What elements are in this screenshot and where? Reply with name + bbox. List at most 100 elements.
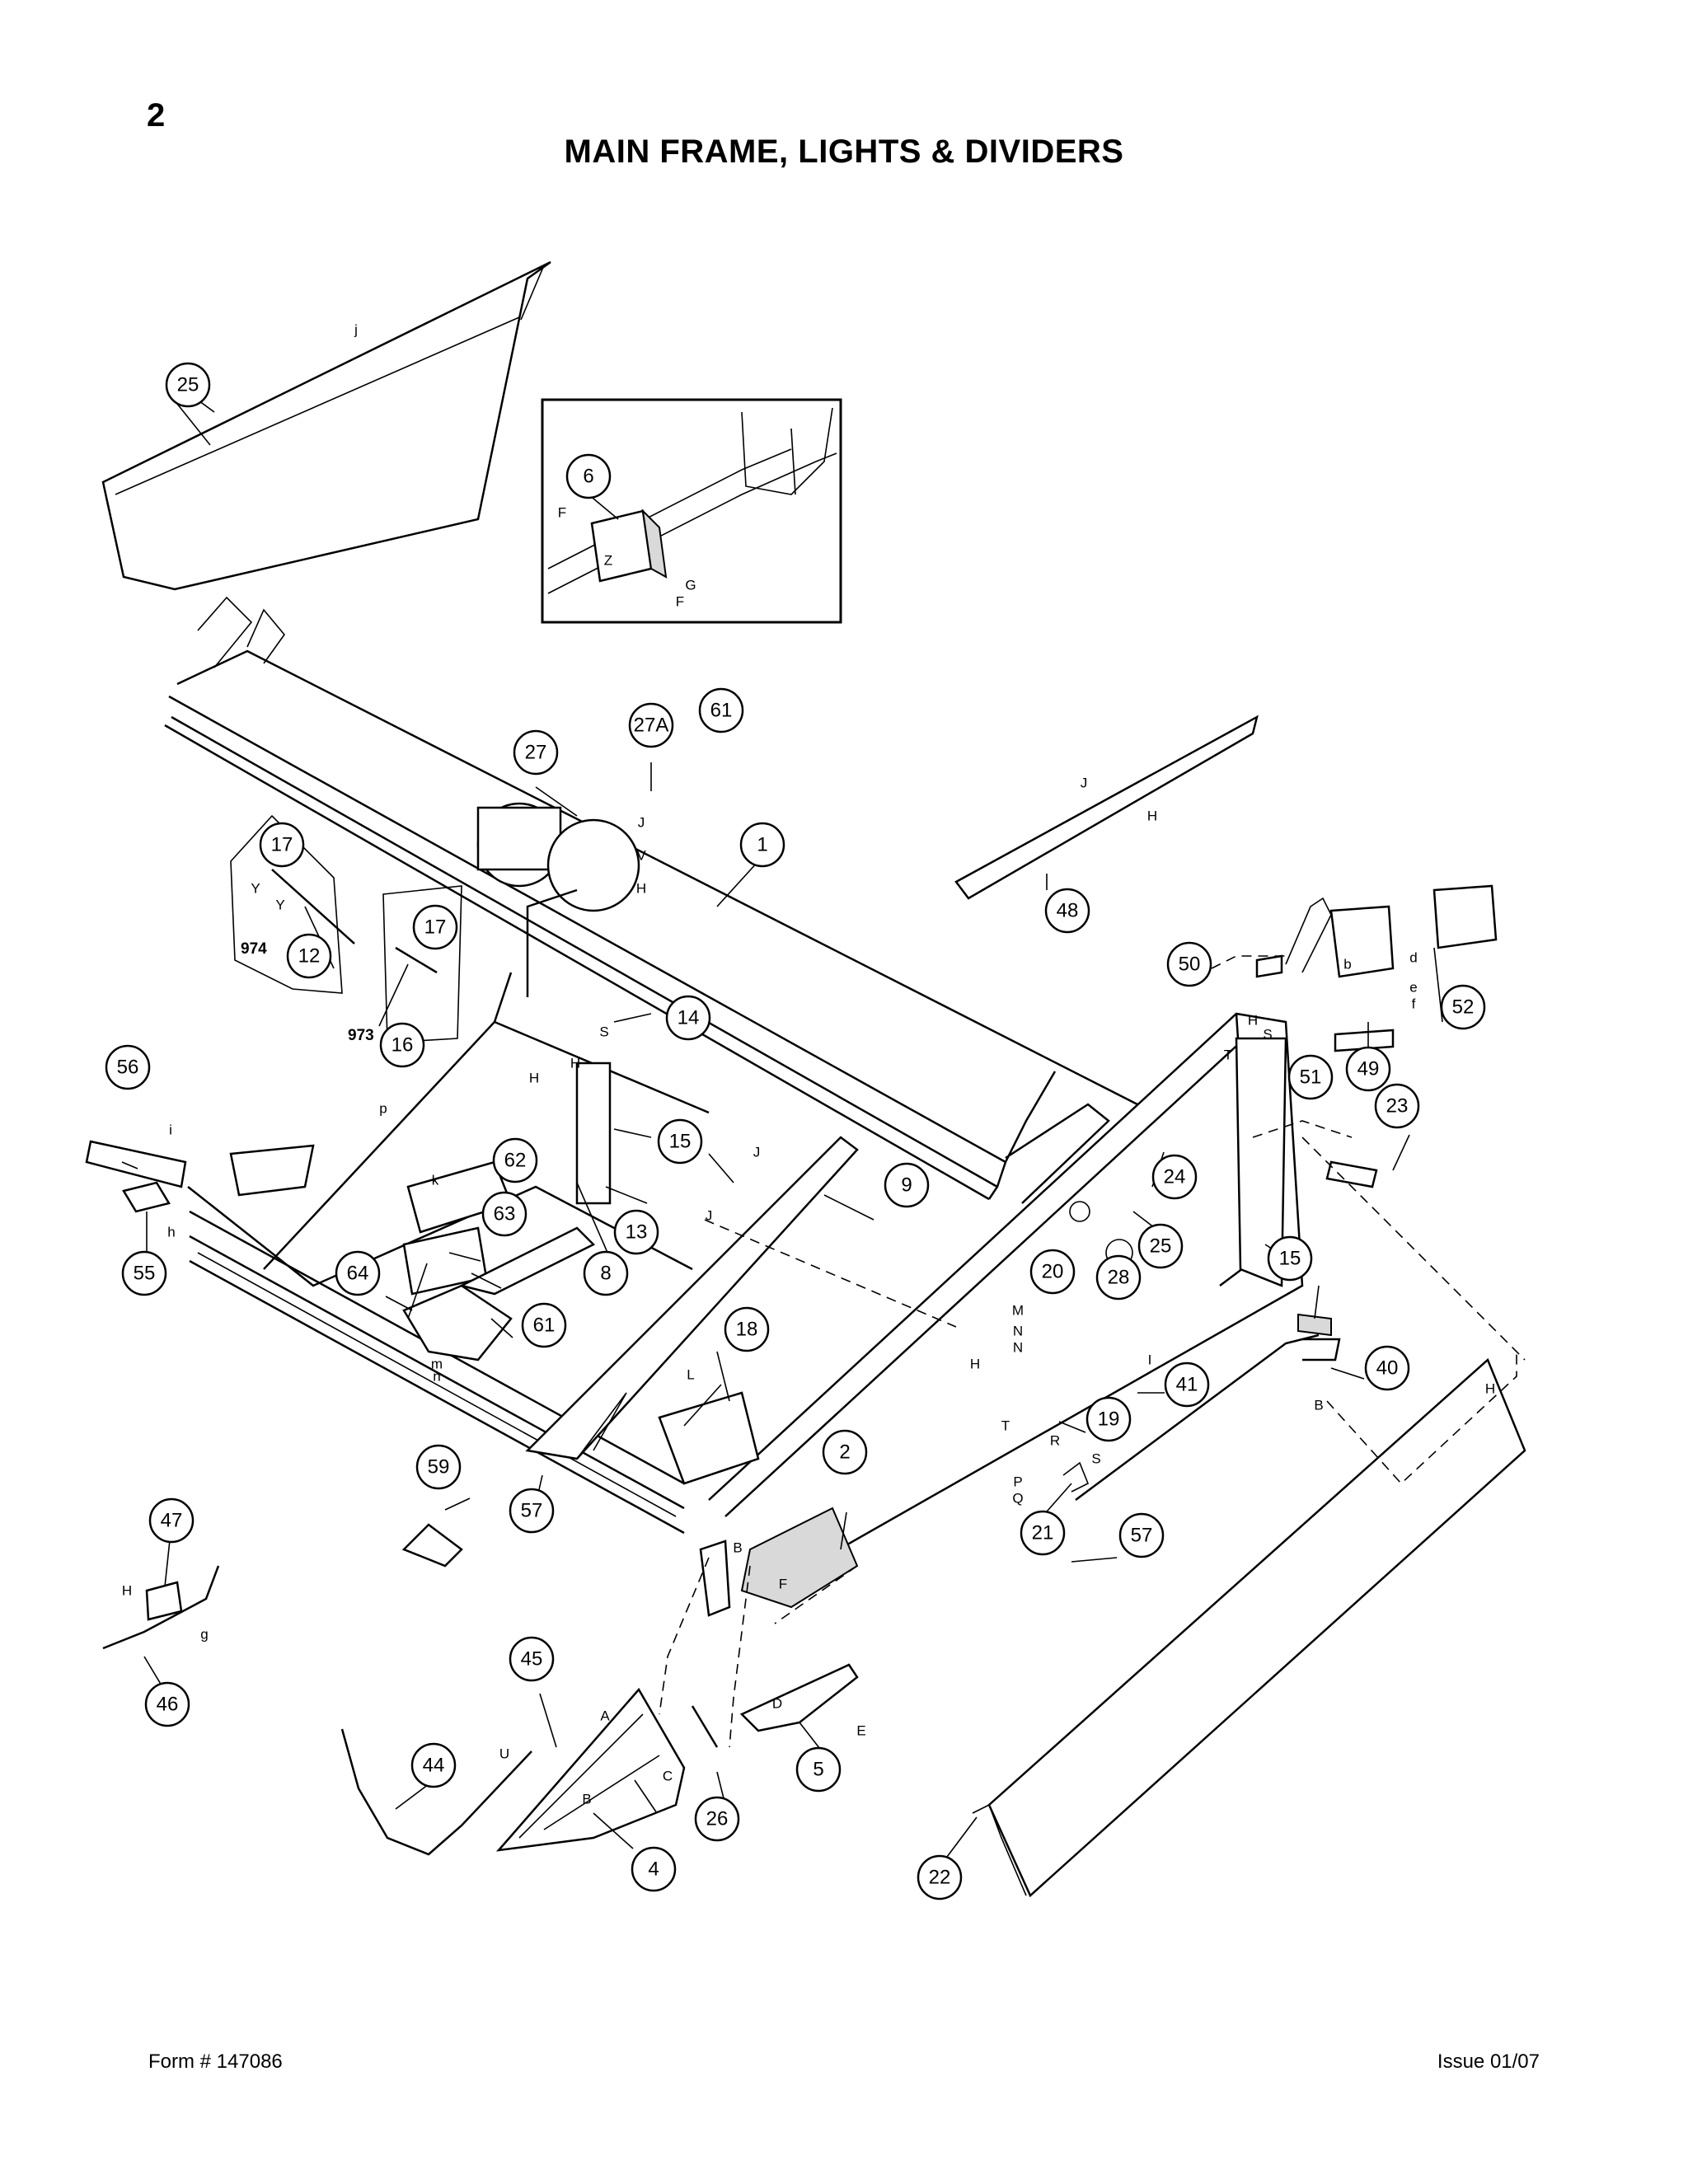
letter-label: H — [570, 1056, 580, 1071]
svg-text:22: 22 — [929, 1867, 951, 1889]
svg-text:13: 13 — [626, 1221, 648, 1244]
letter-label: L — [687, 1367, 694, 1383]
kit-label: 974 — [241, 940, 267, 958]
letter-label: M — [1012, 1303, 1024, 1319]
svg-text:16: 16 — [392, 1034, 414, 1057]
letter-label: J — [1081, 776, 1088, 791]
svg-text:17: 17 — [271, 834, 293, 856]
callout-48: 48 — [1044, 888, 1090, 934]
callout-50: 50 — [1166, 941, 1212, 987]
svg-text:63: 63 — [494, 1203, 516, 1226]
svg-text:57: 57 — [521, 1500, 543, 1522]
callout-41: 41 — [1164, 1361, 1210, 1408]
svg-text:27: 27 — [525, 742, 547, 764]
letter-label: V — [636, 848, 646, 864]
svg-text:51: 51 — [1300, 1066, 1322, 1089]
issue-date: Issue 01/07 — [1437, 2050, 1540, 2073]
letter-labels: j F Z G F J V H J H Y Y S H H p i h k m … — [122, 322, 1495, 1807]
letter-label: G — [685, 578, 696, 593]
letter-label: j — [354, 322, 358, 338]
svg-text:2: 2 — [839, 1441, 850, 1464]
letter-label: J — [753, 1145, 761, 1160]
callout-8: 8 — [583, 1250, 629, 1296]
svg-text:50: 50 — [1179, 954, 1201, 976]
callout-56: 59 — [415, 1444, 462, 1490]
callout-9: 9 — [884, 1162, 930, 1208]
letter-label: H — [122, 1583, 132, 1599]
letter-label: B — [582, 1792, 591, 1807]
letter-label: H — [636, 881, 646, 897]
letter-label: F — [558, 505, 566, 521]
letter-label: T — [1001, 1418, 1010, 1434]
callout-63: 63 — [481, 1191, 528, 1237]
letter-label: H — [1248, 1013, 1258, 1029]
letter-label: J — [638, 815, 645, 831]
callout-60: 56 — [105, 1044, 151, 1090]
kit-panel-973 — [382, 885, 462, 1043]
svg-text:61: 61 — [533, 1315, 556, 1337]
callout-6: 6 — [565, 453, 612, 499]
svg-text:47: 47 — [161, 1510, 183, 1532]
letter-label: e — [1409, 980, 1417, 996]
letter-label: Z — [604, 553, 612, 569]
letter-label: R — [1050, 1433, 1060, 1449]
letter-label: i — [169, 1122, 172, 1138]
page-number: 2 — [147, 97, 166, 134]
callout-61: 61 — [521, 1302, 567, 1348]
letter-label: S — [599, 1024, 608, 1040]
hitch-assembly — [401, 1507, 859, 1617]
letter-label: Y — [275, 898, 284, 913]
callout-31: 28 — [1095, 1254, 1142, 1301]
callout-18: 18 — [724, 1306, 770, 1352]
diagonal-brace — [525, 1136, 859, 1460]
form-number: Form # 147086 — [148, 2050, 283, 2073]
callout-40: 40 — [1364, 1345, 1410, 1391]
letter-label: H — [529, 1071, 539, 1086]
right-end-frame — [708, 1012, 1304, 1559]
callout-24: 24 — [1151, 1154, 1198, 1200]
callout-20: 19 — [1085, 1396, 1132, 1442]
svg-text:1: 1 — [757, 834, 767, 856]
callout-16: 16 — [379, 1022, 425, 1068]
svg-text:12: 12 — [298, 945, 321, 968]
callout-26: 26 — [694, 1796, 740, 1842]
svg-text:18: 18 — [736, 1319, 758, 1341]
letter-label: H — [1147, 808, 1157, 824]
callout-13: 13 — [613, 1209, 659, 1255]
callout-27: 27 — [513, 729, 559, 776]
svg-text:25: 25 — [1150, 1235, 1172, 1258]
svg-text:56: 56 — [117, 1057, 139, 1079]
callout-15b: 15 — [1267, 1235, 1313, 1282]
parts-left — [85, 1013, 760, 1485]
callout-4: 4 — [631, 1846, 677, 1892]
svg-text:17: 17 — [424, 916, 447, 939]
callout-28: 25 — [165, 362, 211, 408]
svg-text:23: 23 — [1386, 1095, 1409, 1118]
letter-label: d — [1409, 950, 1417, 966]
parts-right — [954, 715, 1498, 1502]
callout-62: 62 — [492, 1137, 538, 1183]
letter-label: Y — [251, 881, 260, 897]
page-title: MAIN FRAME, LIGHTS & DIVIDERS — [564, 134, 1124, 170]
letter-label: p — [379, 1101, 387, 1117]
callout-1: 1 — [739, 822, 785, 868]
svg-text:4: 4 — [648, 1858, 659, 1881]
svg-text:62: 62 — [504, 1150, 527, 1172]
letter-label: N — [1013, 1340, 1023, 1356]
svg-text:9: 9 — [901, 1174, 912, 1197]
svg-text:28: 28 — [1108, 1267, 1130, 1289]
svg-text:46: 46 — [157, 1694, 179, 1716]
letter-label: B — [1314, 1398, 1323, 1413]
letter-label: P — [1013, 1474, 1022, 1490]
divider-panel — [101, 260, 551, 591]
callout-17a: 17 — [259, 822, 305, 868]
callout-23: 23 — [1374, 1083, 1420, 1129]
callout-53: 61 — [698, 687, 744, 733]
letter-label: m — [431, 1357, 443, 1372]
callout-17b: 17 — [412, 904, 458, 950]
letter-label: Q — [1012, 1491, 1023, 1507]
svg-text:20: 20 — [1042, 1261, 1064, 1283]
callout-22: 21 — [1020, 1510, 1066, 1556]
letter-label: D — [772, 1696, 782, 1712]
letter-label: b — [1343, 957, 1351, 972]
